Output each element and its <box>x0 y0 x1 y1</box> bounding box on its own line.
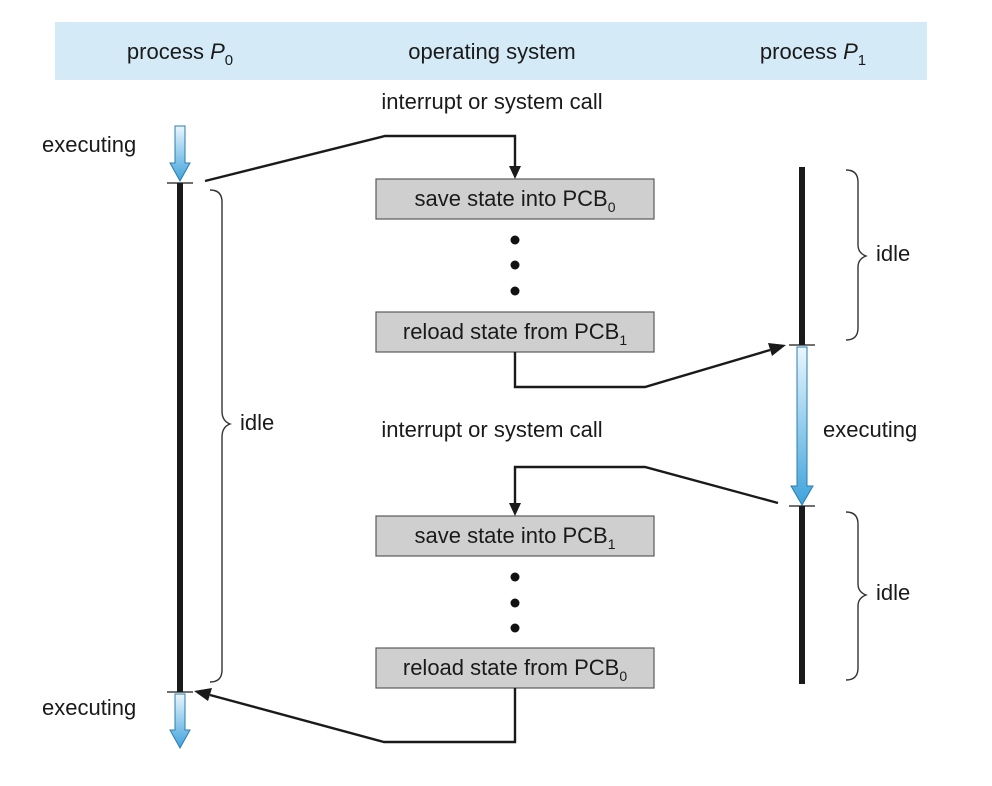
p1-idle-brace-top <box>845 169 868 341</box>
p0-idle-bar <box>177 183 183 692</box>
box-reload-pcb1-sub: 1 <box>619 332 627 348</box>
box-reload-pcb1: reload state from PCB1 <box>375 311 655 353</box>
header-process-p0: process P0 <box>127 39 233 69</box>
svg-text:reload state from PCB1: reload state from PCB1 <box>403 319 627 348</box>
p1-idle-bar-bottom <box>799 506 805 684</box>
connector-p0-to-save-pcb0 <box>204 134 521 183</box>
label-executing-p0-bottom: executing <box>42 695 136 720</box>
header-p0-prefix: process <box>127 39 210 64</box>
box-save-pcb1-text: save state into PCB <box>414 523 607 548</box>
p0-executing-arrow-bottom <box>169 693 191 750</box>
box-reload-pcb0-text: reload state from PCB <box>403 655 619 680</box>
connector-reload-pcb0-to-p0 <box>194 688 517 744</box>
connector-reload-pcb1-to-p1 <box>513 343 786 389</box>
box-reload-pcb1-text: reload state from PCB <box>403 319 619 344</box>
header-p0-sub: 0 <box>225 52 233 69</box>
label-executing-p0-top: executing <box>42 132 136 157</box>
box-reload-pcb0-sub: 0 <box>619 668 627 684</box>
label-idle-p1-top: idle <box>876 241 910 266</box>
p1-executing-arrow <box>790 346 814 506</box>
svg-text:reload state from PCB0: reload state from PCB0 <box>403 655 627 684</box>
ellipsis-dots-lower <box>510 572 520 633</box>
box-save-pcb1-sub: 1 <box>608 536 616 552</box>
label-interrupt-top: interrupt or system call <box>381 89 602 114</box>
box-save-pcb1: save state into PCB1 <box>375 515 655 557</box>
p0-idle-brace <box>209 189 232 683</box>
header-band <box>55 22 927 80</box>
p1-idle-bar-top <box>799 167 805 345</box>
header-p1-letter: P <box>843 39 858 64</box>
header-process-p1: process P1 <box>760 39 866 69</box>
label-idle-p1-bottom: idle <box>876 580 910 605</box>
box-save-pcb0-text: save state into PCB <box>414 186 607 211</box>
svg-text:save state into PCB1: save state into PCB1 <box>414 523 615 552</box>
label-executing-p1: executing <box>823 417 917 442</box>
svg-text:save state into PCB0: save state into PCB0 <box>414 186 615 215</box>
header-operating-system: operating system <box>408 39 576 64</box>
box-save-pcb0: save state into PCB0 <box>375 178 655 220</box>
ellipsis-dots-upper <box>510 235 520 296</box>
box-reload-pcb0: reload state from PCB0 <box>375 647 655 689</box>
connector-p1-to-save-pcb1 <box>509 465 779 516</box>
label-idle-p0: idle <box>240 410 274 435</box>
p1-idle-brace-bottom <box>845 511 868 681</box>
box-save-pcb0-sub: 0 <box>608 199 616 215</box>
p0-executing-arrow-top <box>169 125 191 183</box>
label-interrupt-mid: interrupt or system call <box>381 417 602 442</box>
header-p1-prefix: process <box>760 39 843 64</box>
header-p0-letter: P <box>210 39 225 64</box>
header-p1-sub: 1 <box>858 52 866 69</box>
